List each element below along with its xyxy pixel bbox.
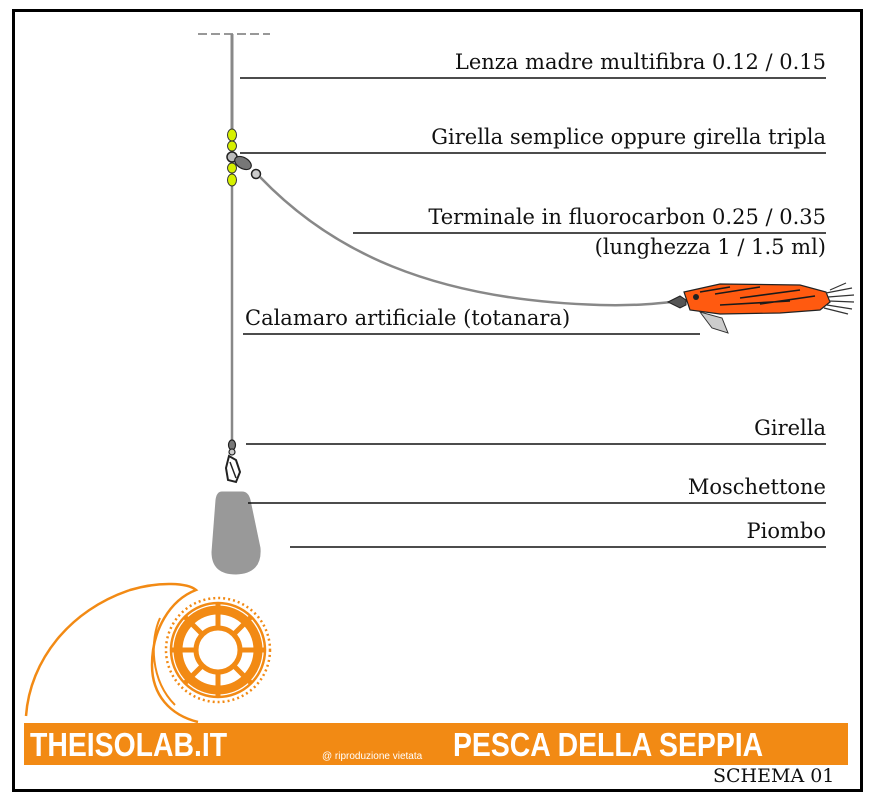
squid-jig-icon [666, 282, 855, 334]
label-lure: Calamaro artificiale (totanara) [245, 306, 571, 330]
footer-bar [24, 723, 848, 765]
snap-icon [224, 454, 242, 484]
swivel-icon [227, 439, 237, 456]
theisolab-logo [24, 582, 272, 724]
leader-line [259, 176, 673, 307]
bead-icon [227, 162, 237, 174]
triple-swivel-icon [226, 151, 262, 180]
bead-icon [227, 140, 237, 152]
diagram-title: PESCA DELLA SEPPIA [453, 726, 764, 763]
brand-name: THEISOLAB.IT [30, 726, 228, 763]
bead-icon [227, 173, 237, 187]
label-sinker: Piombo [746, 519, 827, 543]
sinker-icon [211, 491, 261, 575]
schema-number: SCHEMA 01 [713, 765, 835, 787]
copyright-note: @ riproduzione vietata [322, 751, 423, 762]
label-main-line: Lenza madre multifibra 0.12 / 0.15 [454, 50, 826, 74]
label-leader: Terminale in fluorocarbon 0.25 / 0.35 [428, 205, 826, 229]
label-swivel-top: Girella semplice oppure girella tripla [431, 125, 826, 149]
label-leader-length: (lunghezza 1 / 1.5 ml) [594, 235, 826, 259]
label-swivel: Girella [754, 416, 826, 440]
bead-icon [227, 128, 237, 142]
label-snap: Moschettone [687, 475, 826, 499]
